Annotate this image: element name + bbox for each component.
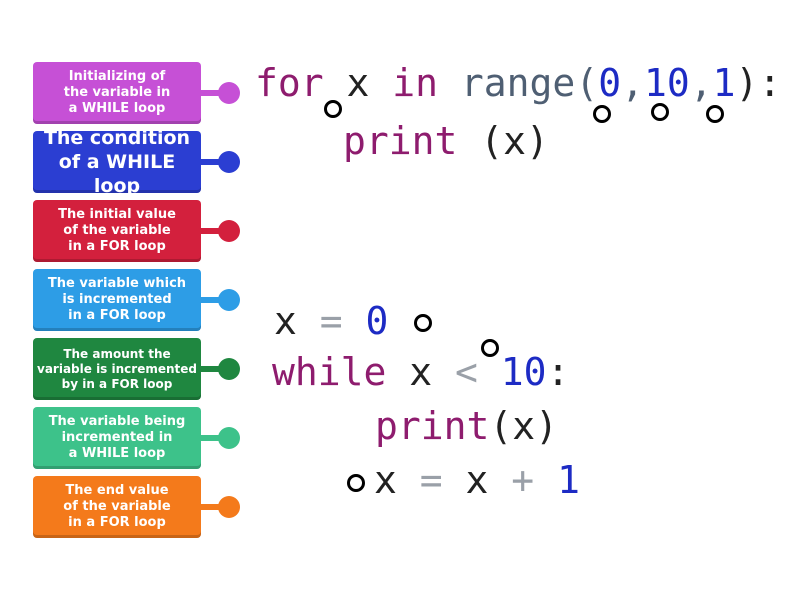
code-token: range( <box>438 61 599 105</box>
drop-target-for-variable[interactable] <box>324 100 342 118</box>
for-print-line: print (x) <box>343 122 549 160</box>
while-init-line: x = 0 <box>274 302 388 340</box>
code-token: 0 <box>365 299 389 343</box>
code-token: x <box>374 458 397 502</box>
code-token: x <box>274 299 297 343</box>
while-increment-line: x = x + 1 <box>374 461 580 499</box>
for-loop-line: for x in range(0,10,1): <box>255 64 781 102</box>
code-token: < <box>455 350 478 394</box>
label-connector <box>201 504 221 510</box>
label-handle-dot[interactable] <box>218 289 240 311</box>
while-line: while x < 10: <box>272 353 569 391</box>
label-handle-dot[interactable] <box>218 82 240 104</box>
code-token: , <box>689 61 713 105</box>
code-token: in <box>392 61 439 105</box>
code-token: ): <box>735 61 782 105</box>
drop-target-while-condition[interactable] <box>481 339 499 357</box>
code-token: = <box>396 458 466 502</box>
label-connector <box>201 90 221 96</box>
drop-target-while-init[interactable] <box>414 314 432 332</box>
code-token: = <box>296 299 366 343</box>
label-connector <box>201 297 221 303</box>
code-token: : <box>546 350 570 394</box>
label-connector <box>201 228 221 234</box>
drop-target-for-step[interactable] <box>706 105 724 123</box>
label-handle-dot[interactable] <box>218 151 240 173</box>
code-token: for <box>255 61 324 105</box>
draggable-label[interactable]: The variable being incremented in a WHIL… <box>33 407 201 469</box>
label-connector <box>201 159 221 165</box>
code-token: 1 <box>557 458 580 502</box>
code-token: + <box>488 458 558 502</box>
drop-target-while-increment[interactable] <box>347 474 365 492</box>
code-token: (x) <box>489 404 559 448</box>
label-handle-dot[interactable] <box>218 496 240 518</box>
draggable-label[interactable]: The amount the variable is incremented b… <box>33 338 201 400</box>
draggable-label[interactable]: The end value of the variable in a FOR l… <box>33 476 201 538</box>
code-token: print <box>343 119 458 163</box>
draggable-label[interactable]: The variable which is incremented in a F… <box>33 269 201 331</box>
drop-target-for-end[interactable] <box>651 103 669 121</box>
code-token: 0 <box>598 61 622 105</box>
code-token: 10 <box>643 61 690 105</box>
label-connector <box>201 366 221 372</box>
while-print-line: print(x) <box>375 407 558 445</box>
draggable-label[interactable]: The condition of a WHILE loop <box>33 127 201 197</box>
label-handle-dot[interactable] <box>218 220 240 242</box>
drop-target-for-start[interactable] <box>593 105 611 123</box>
code-token: x <box>323 61 393 105</box>
code-token: 1 <box>712 61 736 105</box>
code-token: print <box>375 404 490 448</box>
draggable-label[interactable]: The initial value of the variable in a F… <box>33 200 201 262</box>
code-token: , <box>621 61 644 105</box>
draggable-label[interactable]: Initializing of the variable in a WHILE … <box>33 62 201 124</box>
code-token: 10 <box>477 350 547 394</box>
code-token: x <box>465 458 489 502</box>
code-token: while <box>272 350 387 394</box>
label-handle-dot[interactable] <box>218 427 240 449</box>
label-handle-dot[interactable] <box>218 358 240 380</box>
code-token: (x) <box>457 119 549 163</box>
label-connector <box>201 435 221 441</box>
code-token: x <box>386 350 456 394</box>
